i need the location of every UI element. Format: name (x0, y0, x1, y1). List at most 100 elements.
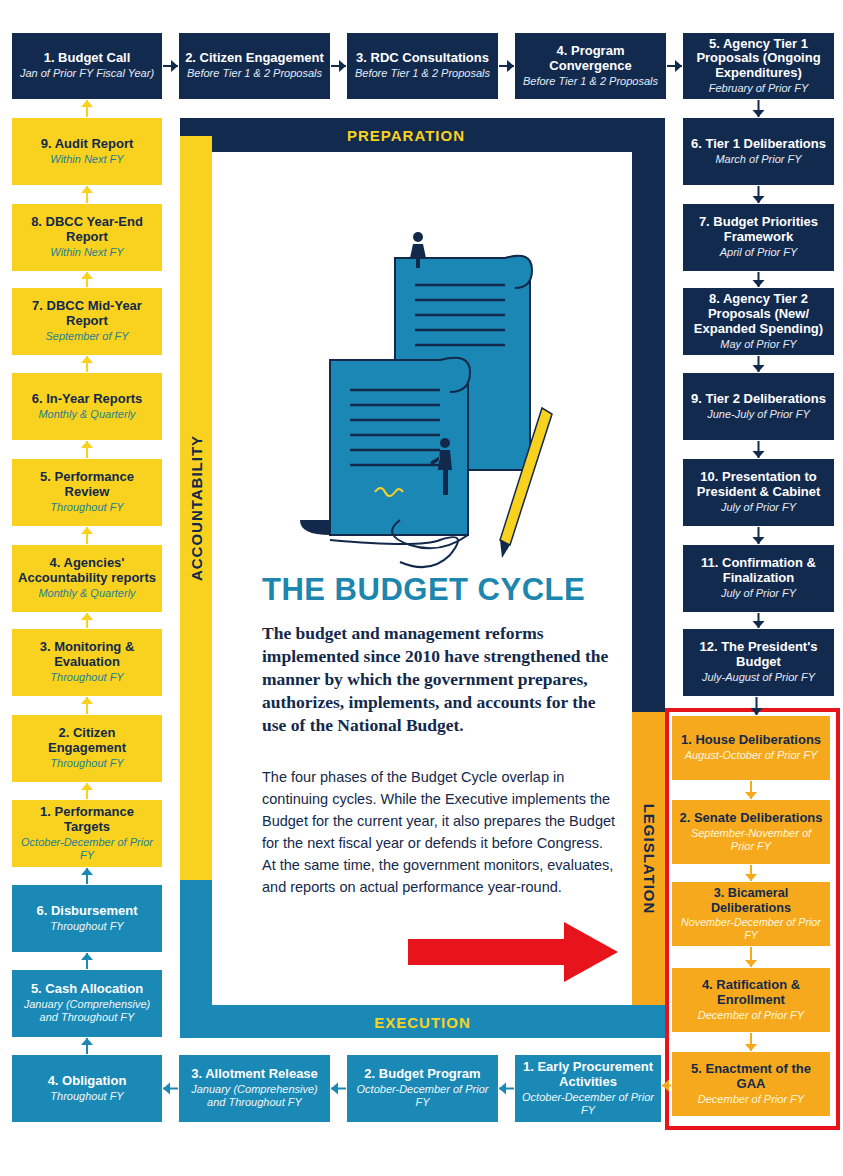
process-box: 1. House DeliberationsAugust-October of … (672, 716, 830, 780)
process-box: 5. Performance ReviewThroughout FY (12, 459, 162, 526)
process-box: 6. In-Year ReportsMonthly & Quarterly (12, 373, 162, 440)
step-timing: October-December of Prior FY (18, 836, 156, 862)
flow-arrow (753, 441, 765, 458)
step-timing: October-December of Prior FY (521, 1091, 655, 1117)
phase-label: ACCOUNTABILITY (188, 435, 205, 581)
step-timing: Before Tier 1 & 2 Proposals (523, 75, 658, 88)
arrow-head (753, 621, 765, 628)
step-title: 1. Performance Targets (18, 805, 156, 835)
arrow-head (751, 708, 763, 715)
arrow-head (745, 792, 757, 799)
arrow-head (753, 110, 765, 117)
arrow-head (499, 1083, 506, 1095)
center-panel (212, 152, 632, 1005)
arrow-head (81, 953, 93, 960)
flow-arrow (81, 356, 93, 372)
illustration (300, 232, 552, 567)
flow-arrow (745, 781, 757, 799)
arrow-head (662, 1080, 669, 1092)
flow-arrow (751, 697, 763, 715)
step-timing: Throughout FY (50, 501, 123, 514)
process-box: 4. Program ConvergenceBefore Tier 1 & 2 … (515, 33, 666, 99)
arrow-head (81, 783, 93, 790)
process-box: 2. Senate DeliberationsSeptember-Novembe… (672, 800, 830, 864)
step-timing: Throughout FY (50, 671, 123, 684)
step-timing: July of Prior FY (721, 501, 796, 514)
step-title: 3. Allotment Release (191, 1067, 318, 1082)
step-timing: Within Next FY (50, 246, 123, 259)
highlight-arrow (408, 922, 618, 982)
flow-arrow (753, 356, 765, 372)
process-box: 5. Cash AllocationJanuary (Comprehensive… (12, 970, 162, 1037)
flow-arrow (667, 60, 682, 72)
step-title: 1. Budget Call (44, 51, 131, 66)
process-box: 3. Allotment ReleaseJanuary (Comprehensi… (179, 1055, 330, 1122)
process-box: 8. DBCC Year-End ReportWithin Next FY (12, 204, 162, 271)
process-box: 9. Audit ReportWithin Next FY (12, 118, 162, 185)
step-timing: September of FY (45, 330, 128, 343)
process-box: 5. Enactment of the GAADecember of Prior… (672, 1052, 830, 1116)
phase-label: PREPARATION (347, 127, 465, 144)
step-title: 8. Agency Tier 2 Proposals (New/ Expande… (689, 292, 828, 337)
flow-arrow (753, 527, 765, 544)
arrow-head (81, 100, 93, 107)
phase-band: PREPARATION (180, 118, 632, 152)
step-timing: May of Prior FY (720, 338, 796, 351)
step-timing: Throughout FY (50, 920, 123, 933)
phase-band: ACCOUNTABILITY (180, 136, 212, 880)
flow-arrow (163, 60, 178, 72)
flow-arrow (745, 865, 757, 881)
arrow-head (171, 60, 178, 72)
process-box: 7. DBCC Mid-Year ReportSeptember of FY (12, 288, 162, 355)
process-box: 6. Tier 1 DeliberationsMarch of Prior FY (683, 118, 834, 185)
step-timing: September-November of Prior FY (678, 827, 824, 853)
process-box: 1. Performance TargetsOctober-December o… (12, 800, 162, 867)
step-timing: March of Prior FY (715, 153, 801, 166)
process-box: 12. The President's BudgetJuly-August of… (683, 629, 834, 696)
flow-arrow (753, 186, 765, 203)
step-title: 1. House Deliberations (681, 733, 821, 748)
arrow-head (753, 451, 765, 458)
process-box: 1. Early Procurement ActivitiesOctober-D… (515, 1055, 661, 1122)
step-timing: June-July of Prior FY (707, 408, 810, 421)
step-timing: December of Prior FY (698, 1009, 804, 1022)
step-title: 4. Ratification & Enrollment (678, 978, 824, 1008)
step-title: 8. DBCC Year-End Report (18, 215, 156, 245)
flow-arrow (81, 100, 93, 117)
step-timing: October-December of Prior FY (353, 1083, 492, 1109)
arrow-head (753, 537, 765, 544)
arrow-head (81, 1038, 93, 1045)
step-title: 6. Tier 1 Deliberations (691, 137, 826, 152)
step-title: 2. Budget Program (364, 1067, 480, 1082)
arrow-head (507, 60, 514, 72)
step-title: 5. Performance Review (18, 470, 156, 500)
step-title: 3. Bicameral Deliberations (678, 886, 824, 915)
step-title: 1. Early Procurement Activities (521, 1060, 655, 1090)
arrow-head (753, 280, 765, 287)
flow-arrow (662, 1080, 671, 1092)
step-title: 6. Disbursement (36, 904, 137, 919)
step-timing: April of Prior FY (720, 246, 798, 259)
flow-arrow (163, 1083, 178, 1095)
body-text: The budget and management reforms implem… (262, 622, 614, 737)
arrow-head (675, 60, 682, 72)
step-title: 7. Budget Priorities Framework (689, 215, 828, 245)
step-timing: July of Prior FY (721, 587, 796, 600)
flow-arrow (81, 953, 93, 969)
step-title: 5. Agency Tier 1 Proposals (Ongoing Expe… (689, 37, 828, 82)
step-title: 2. Citizen Engagement (185, 51, 324, 66)
arrow-head (81, 272, 93, 279)
step-title: 9. Tier 2 Deliberations (691, 392, 826, 407)
step-timing: January (Comprehensive) and Throughout F… (18, 998, 156, 1024)
process-box: 3. RDC ConsultationsBefore Tier 1 & 2 Pr… (347, 33, 498, 99)
body-text: The four phases of the Budget Cycle over… (262, 766, 617, 898)
process-box: 2. Citizen EngagementBefore Tier 1 & 2 P… (179, 33, 330, 99)
step-title: 3. Monitoring & Evaluation (18, 640, 156, 670)
phase-label: LEGISLATION (640, 803, 657, 914)
process-box: 11. Confirmation & FinalizationJuly of P… (683, 545, 834, 612)
step-title: 5. Enactment of the GAA (678, 1062, 824, 1092)
arrow-head (81, 697, 93, 704)
flow-arrow (81, 272, 93, 287)
arrow-head (81, 613, 93, 620)
step-timing: Throughout FY (50, 757, 123, 770)
